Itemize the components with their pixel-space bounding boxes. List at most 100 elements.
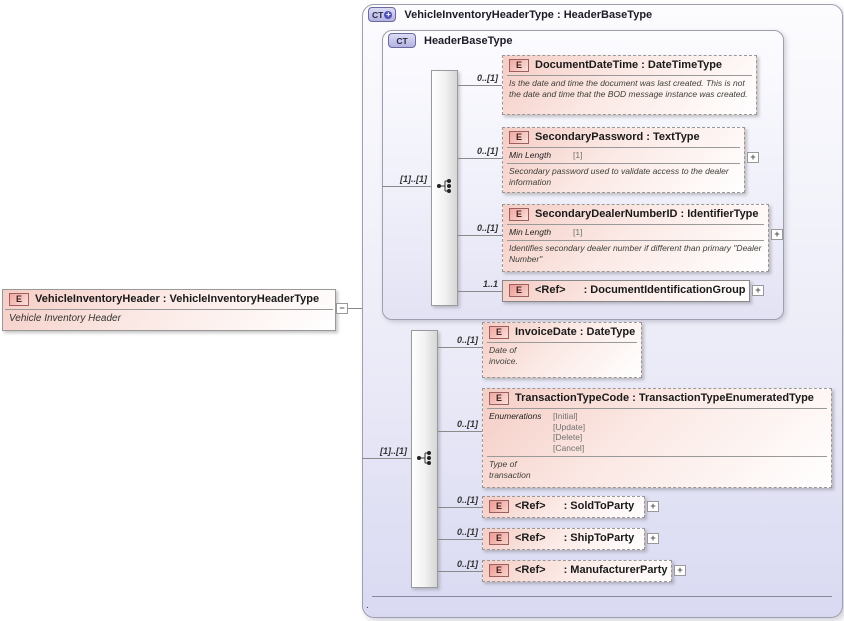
enum-value: [Cancel]: [553, 443, 585, 454]
enumeration-values: [Initial] [Update] [Delete] [Cancel]: [553, 411, 585, 454]
cardinality-label: 0..[1]: [476, 73, 498, 83]
element-icon: E: [489, 564, 509, 577]
element-title: E <Ref> : ManufacturerParty: [483, 561, 671, 579]
element-box-shiptoparty-ref[interactable]: E <Ref> : ShipToParty: [482, 528, 645, 550]
element-name: DocumentDateTime : DateTimeType: [535, 59, 723, 71]
element-box-invoicedate[interactable]: E InvoiceDate : DateType Date of invoice…: [482, 322, 642, 378]
divider: [487, 455, 827, 457]
connector-line: [458, 158, 502, 159]
element-icon: E: [509, 208, 529, 221]
ref-type: : ShipToParty: [563, 532, 635, 544]
element-icon: E: [509, 59, 529, 72]
element-name: InvoiceDate : DateType: [515, 326, 636, 338]
facet-row: Min Length [1]: [503, 148, 744, 162]
expand-button[interactable]: +: [747, 152, 759, 163]
element-icon: E: [489, 326, 509, 339]
ref-type: : ManufacturerParty: [563, 564, 668, 576]
divider: [507, 224, 764, 225]
facet-name: Enumerations: [489, 411, 542, 421]
connector-line: [438, 347, 482, 348]
sequence-cardinality: [1]..[1]: [380, 446, 407, 456]
element-name: SecondaryPassword : TextType: [535, 131, 700, 143]
root-element-annotation: Vehicle Inventory Header: [9, 313, 121, 324]
sequence-cardinality: [1]..[1]: [400, 174, 427, 184]
element-title: E SecondaryPassword : TextType: [503, 128, 744, 146]
sequence-icon: [417, 451, 431, 465]
element-title: E InvoiceDate : DateType: [483, 323, 641, 341]
root-element-name: VehicleInventoryHeader : VehicleInventor…: [35, 293, 320, 305]
ref-type: : DocumentIdentificationGroup: [583, 284, 746, 296]
connector-line: [438, 539, 482, 540]
ct-label: CT: [372, 9, 384, 20]
sequence-icon: [437, 179, 451, 193]
ref-label: <Ref>: [515, 564, 546, 576]
connector-line: [458, 85, 502, 86]
divider: [507, 75, 752, 76]
element-icon: E: [489, 392, 509, 405]
enum-value: [Initial]: [553, 411, 578, 421]
collapse-button[interactable]: −: [336, 303, 348, 314]
cardinality-label: 0..[1]: [456, 419, 478, 429]
cardinality-label: 0..[1]: [476, 223, 498, 233]
extension-plus-icon: +: [384, 9, 393, 19]
element-box-transactiontypecode[interactable]: E TransactionTypeCode : TransactionTypeE…: [482, 388, 832, 488]
base-type-icon: CT: [388, 33, 416, 48]
element-name: TransactionTypeCode : TransactionTypeEnu…: [515, 392, 814, 404]
sequence-bar[interactable]: [431, 70, 458, 306]
divider: [5, 309, 333, 310]
element-box-documentdatetime[interactable]: E DocumentDateTime : DateTimeType Is the…: [502, 55, 757, 115]
element-doc: Identifies secondary dealer number if di…: [509, 242, 762, 264]
cardinality-label: 0..[1]: [456, 527, 478, 537]
expand-button[interactable]: +: [647, 501, 659, 512]
connector-line: [458, 235, 502, 236]
connector-line: [438, 431, 482, 432]
base-type-header: CT HeaderBaseType: [388, 33, 512, 48]
root-element-title: E VehicleInventoryHeader : VehicleInvent…: [3, 290, 335, 308]
ref-type: : SoldToParty: [563, 500, 635, 512]
connector-line: [438, 571, 482, 572]
expand-button[interactable]: +: [752, 285, 764, 296]
element-name: SecondaryDealerNumberID : IdentifierType: [535, 208, 759, 220]
element-doc: Date of invoice.: [489, 345, 518, 366]
expand-button[interactable]: +: [771, 229, 783, 240]
expand-button[interactable]: +: [674, 565, 686, 576]
facet-name: Min Length: [509, 227, 552, 237]
element-title: E <Ref> : ShipToParty: [483, 529, 644, 547]
cardinality-label: 1..1: [482, 279, 498, 289]
cardinality-label: 0..[1]: [456, 495, 478, 505]
element-icon: E: [489, 532, 509, 545]
element-icon: E: [489, 500, 509, 513]
expand-button[interactable]: +: [647, 533, 659, 544]
element-box-soldtoparty-ref[interactable]: E <Ref> : SoldToParty: [482, 496, 645, 518]
facet-value: [1]: [573, 227, 583, 237]
element-title: E TransactionTypeCode : TransactionTypeE…: [483, 389, 831, 407]
element-box-documentidentificationgroup-ref[interactable]: E <Ref> : DocumentIdentificationGroup: [502, 280, 750, 302]
divider: [487, 342, 637, 343]
facet-name: Min Length: [509, 150, 552, 160]
base-type-title: HeaderBaseType: [424, 34, 513, 47]
enum-value: [Update]: [553, 421, 586, 432]
connector-line: [458, 291, 502, 292]
cardinality-label: 0..[1]: [456, 559, 478, 569]
element-box-manufacturerparty-ref[interactable]: E <Ref> : ManufacturerParty: [482, 560, 672, 582]
complex-type-icon: CT +: [368, 7, 397, 22]
enum-value: [Delete]: [553, 432, 583, 443]
divider: [507, 147, 740, 148]
complex-type-header: CT + VehicleInventoryHeaderType : Header…: [368, 7, 652, 22]
footer-annotation: .: [366, 600, 369, 611]
facet-row: Enumerations [Initial] [Update] [Delete]…: [483, 409, 831, 455]
element-box-secondarydealernumberid[interactable]: E SecondaryDealerNumberID : IdentifierTy…: [502, 204, 769, 272]
element-icon: E: [509, 284, 529, 297]
root-element-box[interactable]: E VehicleInventoryHeader : VehicleInvent…: [2, 289, 336, 331]
element-box-secondarypassword[interactable]: E SecondaryPassword : TextType Min Lengt…: [502, 127, 745, 193]
divider: [507, 239, 764, 241]
element-icon: E: [509, 131, 529, 144]
connector-line: [348, 308, 362, 309]
facet-row: Min Length [1]: [503, 225, 768, 239]
element-doc: Is the date and time the document was la…: [509, 78, 748, 99]
connector-line: [362, 458, 411, 459]
divider: [507, 162, 740, 164]
ref-label: <Ref>: [515, 532, 546, 544]
complex-type-title: VehicleInventoryHeaderType : HeaderBaseT…: [404, 8, 653, 21]
